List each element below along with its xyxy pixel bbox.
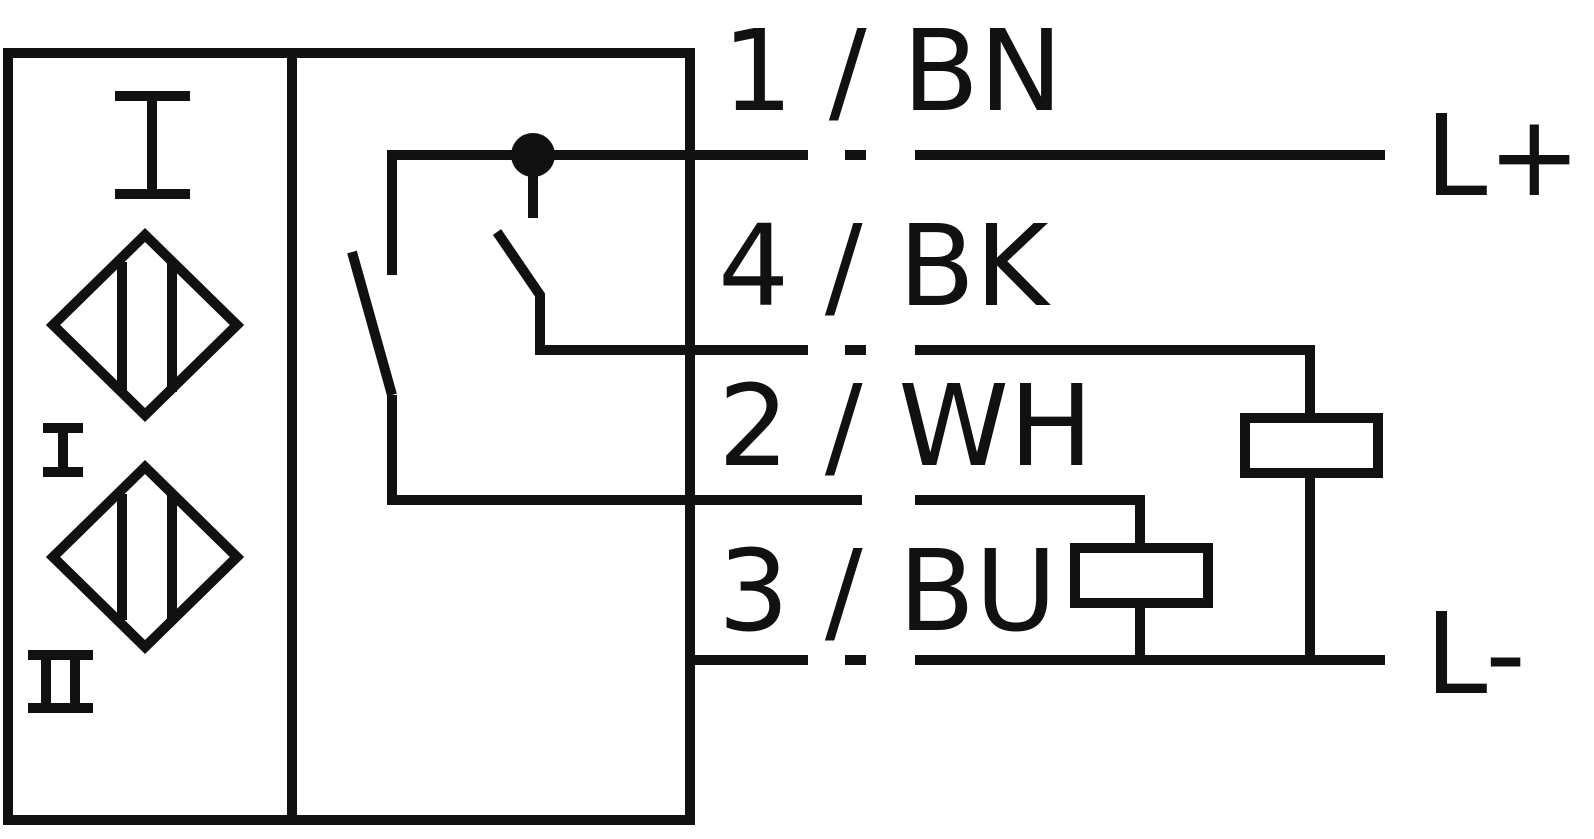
wire-bk-external [915, 345, 1315, 418]
terminal-l-minus: L- [1425, 590, 1526, 720]
inductive-sensor-icon [45, 228, 245, 422]
mark-i-top-icon [115, 91, 190, 199]
mark-i-middle-icon [43, 423, 83, 477]
wire-bn-internal [387, 150, 808, 275]
load-bk-icon [1240, 413, 1383, 478]
pin-label-bk: 4 / BK [718, 202, 1051, 332]
load-wh-icon [1070, 543, 1213, 608]
wire-wh-internal [387, 395, 862, 505]
pin-label-wh: 2 / WH [718, 362, 1093, 492]
sensor-housing [3, 48, 695, 825]
switch-no-icon [492, 229, 808, 355]
pin-label-bu: 3 / BU [718, 527, 1057, 657]
wire-wh-external [915, 495, 1145, 548]
mark-ii-bottom-icon [28, 650, 93, 713]
pin-label-bn: 1 / BN [722, 7, 1063, 137]
terminal-l-plus: L+ [1425, 92, 1581, 222]
inductive-sensor-icon [45, 460, 245, 654]
switch-nc-icon [347, 250, 397, 397]
